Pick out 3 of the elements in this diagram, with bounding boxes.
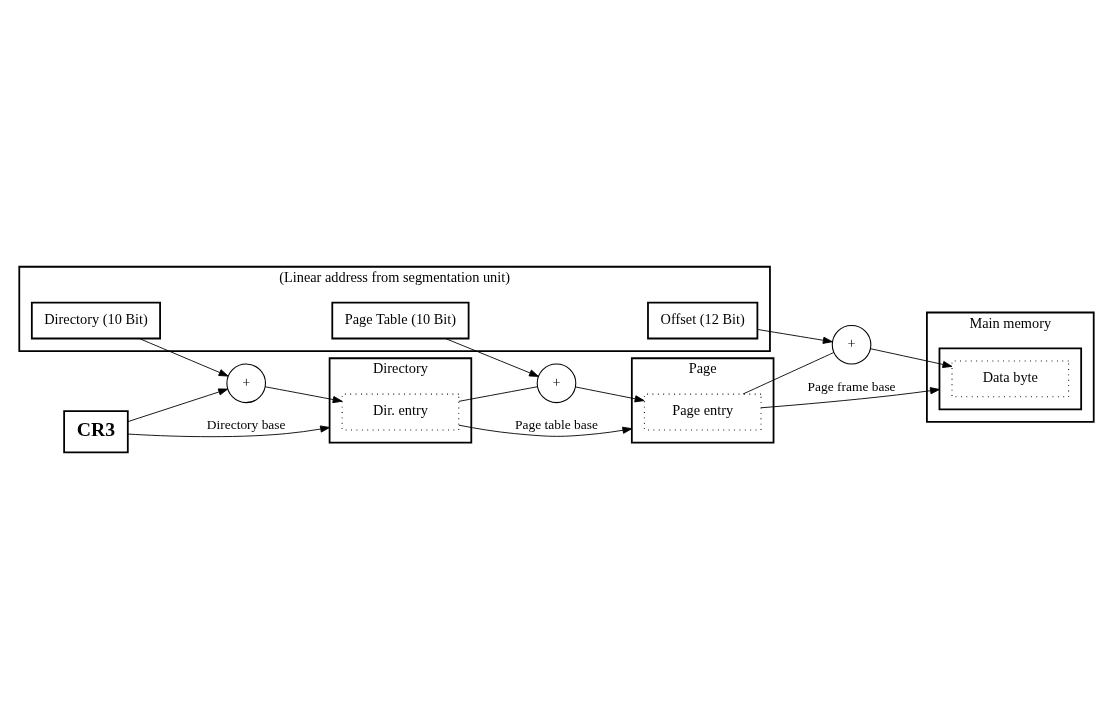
edge-label: Directory base: [206, 416, 286, 432]
edge-label: Page frame base: [807, 378, 896, 394]
edge-label: Page table base: [515, 416, 598, 432]
